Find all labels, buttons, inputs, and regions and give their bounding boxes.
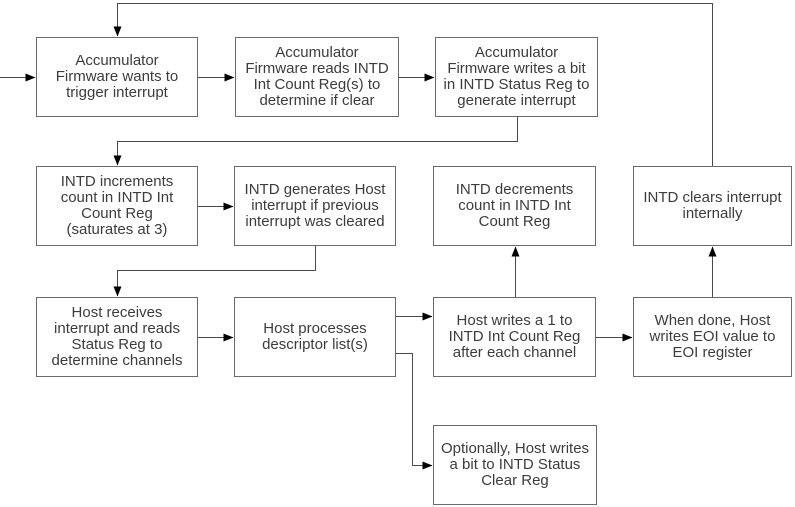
edge-intd-generates-to-host-receives	[113, 246, 316, 297]
node-host-writes-one: Host writes a 1 to INTD Int Count Reg af…	[433, 297, 596, 377]
node-host-processes: Host processes descriptor list(s)	[234, 297, 396, 377]
node-acc-writes: Accumulator Firmware writes a bit in INT…	[435, 37, 598, 117]
edge-intd-clears-to-acc-trigger	[113, 3, 713, 166]
node-optional-clear: Optionally, Host writes a bit to INTD St…	[433, 425, 597, 505]
node-intd-clears: INTD clears interrupt internally	[633, 166, 792, 246]
edge-acc-writes-to-intd-increments	[113, 117, 518, 166]
node-acc-reads: Accumulator Firmware reads INTD Int Coun…	[235, 37, 399, 117]
node-acc-trigger: Accumulator Firmware wants to trigger in…	[36, 37, 198, 117]
node-intd-increments: INTD increments count in INTD Int Count …	[36, 166, 198, 246]
node-intd-decrements: INTD decrements count in INTD Int Count …	[433, 166, 596, 246]
node-host-receives: Host receives interrupt and reads Status…	[36, 297, 198, 377]
node-host-eoi: When done, Host writes EOI value to EOI …	[633, 297, 792, 377]
edge-host-processes-to-optional-clear	[396, 353, 433, 470]
node-intd-generates: INTD generates Host interrupt if previou…	[234, 166, 396, 246]
